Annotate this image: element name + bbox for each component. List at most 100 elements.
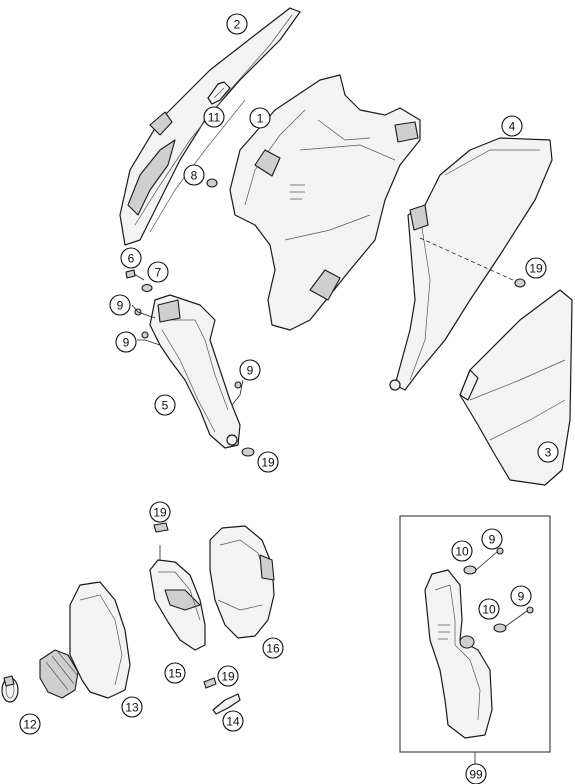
callout-circle [226, 13, 248, 35]
part-6-screw [125, 269, 145, 281]
part-5-filter-housing-bracket [149, 294, 241, 449]
callout-c9a: 9 [109, 294, 131, 316]
callout-circle [510, 585, 532, 607]
callout-c8: 8 [183, 164, 205, 186]
callout-c13: 13 [121, 696, 143, 718]
callout-number: 6 [128, 252, 135, 266]
callout-circle [525, 257, 547, 279]
callout-c10b: 10 [478, 598, 500, 620]
callout-c19c: 19 [149, 501, 171, 523]
callout-number: 13 [125, 701, 139, 715]
callout-number: 9 [518, 590, 525, 604]
callout-circle [120, 247, 142, 269]
part-4-side-cover [389, 137, 553, 391]
callout-number: 2 [234, 18, 241, 32]
part-19-grommet-a [419, 237, 526, 288]
callout-c12: 12 [19, 713, 41, 735]
part-1-airbox [229, 74, 421, 331]
callout-circle [147, 261, 169, 283]
callout-number: 19 [261, 456, 275, 470]
callout-c16: 16 [262, 637, 284, 659]
part-16-air-filter [209, 525, 275, 639]
callout-number: 7 [155, 266, 162, 280]
callout-circle [109, 294, 131, 316]
callout-c11: 11 [203, 106, 225, 128]
callout-number: 5 [162, 399, 169, 413]
callout-c2: 2 [226, 13, 248, 35]
callout-number: 16 [266, 642, 280, 656]
callout-circle [257, 451, 279, 473]
callout-circle [217, 665, 239, 687]
part-7-washer [141, 283, 153, 293]
callout-c9c: 9 [239, 359, 261, 381]
callout-number: 12 [23, 718, 37, 732]
callout-c7: 7 [147, 261, 169, 283]
callout-c9b: 9 [115, 331, 137, 353]
callout-c19d: 19 [217, 665, 239, 687]
callout-c9d: 9 [481, 528, 503, 550]
callout-circle [149, 501, 171, 523]
callout-circle [451, 540, 473, 562]
callout-circle [249, 107, 271, 129]
callout-circle [19, 713, 41, 735]
callout-number: 19 [529, 262, 543, 276]
callout-circle [478, 598, 500, 620]
callout-number: 19 [153, 506, 167, 520]
callout-number: 9 [247, 364, 254, 378]
part-12-hose-clamp [1, 675, 19, 703]
callout-circle [239, 359, 261, 381]
kit-99-box [399, 515, 551, 764]
part-11-clip [207, 81, 231, 105]
callout-circle [154, 394, 176, 416]
callout-c9e: 9 [510, 585, 532, 607]
callout-circle [262, 637, 284, 659]
callout-number: 9 [117, 299, 124, 313]
callout-number: 4 [509, 120, 516, 134]
callout-circle [115, 331, 137, 353]
part-15-filter-cage [149, 545, 206, 651]
callout-c1: 1 [249, 107, 271, 129]
callout-number: 99 [469, 768, 483, 782]
callout-number: 19 [221, 670, 235, 684]
callout-number: 15 [168, 667, 182, 681]
callout-c99: 99 [465, 763, 487, 784]
part-19-grommet-c [153, 522, 169, 533]
part-19-grommet-b [241, 447, 255, 457]
part-9-screw-a [131, 304, 156, 319]
callout-number: 8 [191, 169, 198, 183]
callout-number: 3 [545, 446, 552, 460]
callout-circle [164, 662, 186, 684]
callout-c10a: 10 [451, 540, 473, 562]
callout-c6: 6 [120, 247, 142, 269]
callout-circle [222, 710, 244, 732]
part-9-screw-b [137, 331, 161, 346]
callout-circle [537, 441, 559, 463]
part-14-clip [212, 693, 241, 715]
callout-c19b: 19 [257, 451, 279, 473]
callout-number: 10 [455, 545, 469, 559]
callout-c19a: 19 [525, 257, 547, 279]
callout-number: 11 [208, 111, 221, 125]
part-13-intake-boot [39, 581, 131, 699]
callout-c15: 15 [164, 662, 186, 684]
part-8-grommet [206, 178, 218, 188]
callout-c14: 14 [222, 710, 244, 732]
callout-number: 14 [226, 715, 240, 729]
callout-circle [203, 106, 225, 128]
callout-number: 9 [123, 336, 130, 350]
part-9-screw-c [231, 379, 244, 406]
callout-number: 10 [482, 603, 496, 617]
callout-number: 1 [257, 112, 264, 126]
callout-circle [121, 696, 143, 718]
callout-circle [183, 164, 205, 186]
callout-number: 9 [489, 533, 496, 547]
callout-c3: 3 [537, 441, 559, 463]
callout-c5: 5 [154, 394, 176, 416]
part-19-grommet-d [203, 677, 217, 689]
part-3-side-panel [459, 289, 573, 486]
callout-circle [501, 115, 523, 137]
callout-circle [481, 528, 503, 550]
callout-circle [465, 763, 487, 784]
